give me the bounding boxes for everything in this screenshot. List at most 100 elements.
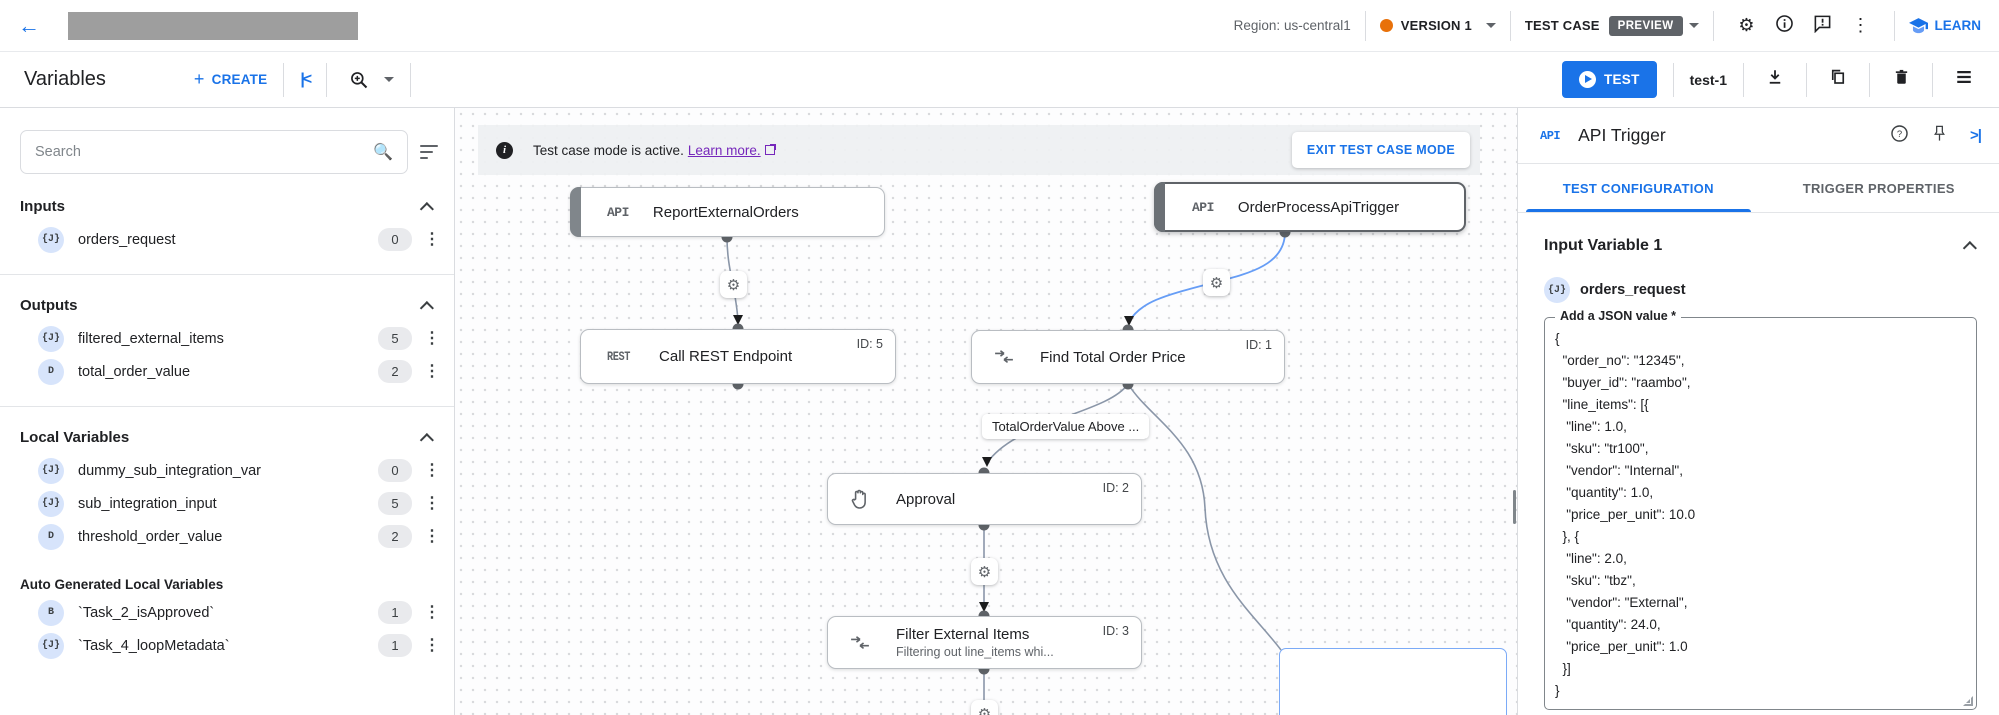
json-type-badge: {J} [38, 457, 64, 484]
node-approval[interactable]: Approval ID: 2 [827, 473, 1142, 525]
test-button[interactable]: TEST [1561, 61, 1657, 98]
divider [1869, 62, 1870, 97]
test-label: TEST [1603, 72, 1640, 87]
search-icon: 🔍 [373, 144, 393, 161]
chevron-up-icon[interactable] [419, 201, 434, 216]
info-icon[interactable] [1766, 14, 1804, 38]
row-menu-icon[interactable]: ⋮ [424, 494, 440, 512]
edge-gear-icon[interactable]: ⚙ [720, 271, 747, 298]
variable-name: `Task_4_loopMetadata` [78, 637, 230, 654]
chevron-up-icon[interactable] [419, 300, 434, 315]
section-title: Auto Generated Local Variables [20, 577, 224, 592]
create-variable-button[interactable]: + CREATE [194, 69, 267, 90]
divider [0, 274, 454, 275]
variable-row[interactable]: {J} `Task_4_loopMetadata` 1 ⋮ [0, 629, 454, 662]
row-menu-icon[interactable]: ⋮ [424, 603, 440, 621]
settings-gear-icon[interactable]: ⚙ [1738, 15, 1755, 35]
hand-approval-icon [848, 487, 872, 511]
panel-title: API Trigger [1578, 125, 1666, 145]
json-type-badge: {J} [1544, 277, 1570, 303]
row-menu-icon[interactable]: ⋮ [424, 329, 440, 347]
variable-row[interactable]: B `Task_2_isApproved` 1 ⋮ [0, 596, 454, 629]
variable-row[interactable]: {J} filtered_external_items 5 ⋮ [0, 322, 454, 355]
variable-row[interactable]: {J} orders_request 0 ⋮ [0, 223, 454, 256]
variable-row[interactable]: {J} dummy_sub_integration_var 0 ⋮ [0, 454, 454, 487]
workflow-canvas[interactable]: i Test case mode is active. Learn more. … [455, 108, 1517, 715]
divider [1509, 10, 1511, 41]
section-outputs: Outputs {J} filtered_external_items 5 ⋮ … [0, 279, 454, 402]
chevron-up-icon[interactable] [419, 432, 434, 447]
node-filter-external-items[interactable]: Filter External Items Filtering out line… [827, 616, 1142, 669]
variable-name: dummy_sub_integration_var [78, 462, 261, 479]
usage-count-badge: 2 [378, 360, 412, 383]
learn-button[interactable]: LEARN [1908, 17, 1981, 34]
variable-name: total_order_value [78, 363, 191, 380]
chevron-up-icon[interactable] [1962, 241, 1977, 256]
version-menu[interactable]: VERSION 1 [1379, 18, 1496, 33]
node-order-process-api-trigger[interactable]: API OrderProcessApiTrigger [1154, 182, 1466, 232]
collapse-panel-right-icon[interactable]: >| [1970, 127, 1982, 144]
json-type-badge: {J} [38, 325, 64, 352]
data-mapping-icon [848, 635, 872, 651]
node-find-total-order-price[interactable]: Find Total Order Price ID: 1 [971, 330, 1285, 384]
redacted-title-block [68, 11, 358, 40]
row-menu-icon[interactable]: ⋮ [424, 230, 440, 248]
sort-filter-icon[interactable] [420, 141, 442, 163]
panel-tabs: TEST CONFIGURATION TRIGGER PROPERTIES [1518, 164, 1999, 213]
section-title: Outputs [20, 297, 78, 314]
row-menu-icon[interactable]: ⋮ [424, 636, 440, 654]
node-id: ID: 1 [1245, 338, 1272, 352]
divider [1712, 10, 1714, 41]
learn-more-link[interactable]: Learn more. [687, 142, 761, 158]
search-input[interactable] [35, 144, 374, 160]
edge-gear-icon[interactable]: ⚙ [971, 558, 998, 585]
pin-icon[interactable] [1931, 124, 1948, 148]
variable-row[interactable]: D total_order_value 2 ⋮ [0, 355, 454, 388]
copy-icon[interactable] [1823, 68, 1853, 91]
divider [1743, 62, 1744, 97]
school-cap-icon [1908, 17, 1928, 33]
more-options-icon[interactable]: ⋮ [1851, 15, 1870, 35]
tab-test-configuration[interactable]: TEST CONFIGURATION [1518, 164, 1759, 212]
test-case-label: TEST CASE [1524, 18, 1600, 33]
list-view-icon[interactable] [1949, 69, 1979, 90]
zoom-control[interactable] [349, 70, 395, 90]
edge-condition-label[interactable]: TotalOrderValue Above ... [982, 414, 1150, 439]
edge-gear-icon[interactable]: ⚙ [1203, 269, 1230, 296]
exit-test-case-mode-button[interactable]: EXIT TEST CASE MODE [1291, 132, 1470, 168]
top-bar: ← Region: us-central1 VERSION 1 TEST CAS… [0, 0, 1999, 52]
divider [326, 62, 328, 97]
node-report-external-orders[interactable]: API ReportExternalOrders [570, 187, 885, 237]
download-icon[interactable] [1760, 68, 1790, 91]
collapse-panel-icon[interactable]: |< [300, 70, 312, 88]
variable-name: threshold_order_value [78, 528, 223, 545]
section-title: Local Variables [20, 429, 130, 446]
panel-scrollbar[interactable] [1513, 490, 1516, 524]
json-type-badge: {J} [38, 490, 64, 517]
chevron-down-icon [1688, 23, 1699, 28]
variable-row[interactable]: D threshold_order_value 2 ⋮ [0, 520, 454, 553]
chevron-down-icon [384, 77, 395, 82]
input-variable-heading: Input Variable 1 [1544, 237, 1663, 254]
resize-handle-icon[interactable] [1963, 696, 1973, 706]
tab-trigger-properties[interactable]: TRIGGER PROPERTIES [1802, 180, 1955, 196]
trigger-bar [570, 187, 581, 237]
usage-count-badge: 0 [378, 459, 412, 482]
back-arrow-icon[interactable]: ← [18, 12, 40, 38]
delete-icon[interactable] [1886, 68, 1916, 91]
divider [1932, 62, 1933, 97]
variable-row[interactable]: {J} sub_integration_input 5 ⋮ [0, 487, 454, 520]
help-icon[interactable]: ? [1890, 124, 1909, 148]
json-value-input[interactable]: { "order_no": "12345", "buyer_id": "raam… [1555, 328, 1968, 698]
test-case-name[interactable]: test-1 [1689, 71, 1727, 88]
row-menu-icon[interactable]: ⋮ [424, 461, 440, 479]
test-case-menu[interactable]: TEST CASE PREVIEW [1524, 15, 1699, 36]
section-local-variables: Local Variables {J} dummy_sub_integratio… [0, 411, 454, 567]
row-menu-icon[interactable]: ⋮ [424, 527, 440, 545]
divider [1806, 62, 1807, 97]
usage-count-badge: 1 [378, 634, 412, 657]
feedback-icon[interactable] [1804, 14, 1842, 38]
node-call-rest-endpoint[interactable]: REST Call REST Endpoint ID: 5 [580, 329, 896, 384]
row-menu-icon[interactable]: ⋮ [424, 362, 440, 380]
edge-gear-icon[interactable]: ⚙ [971, 700, 998, 715]
